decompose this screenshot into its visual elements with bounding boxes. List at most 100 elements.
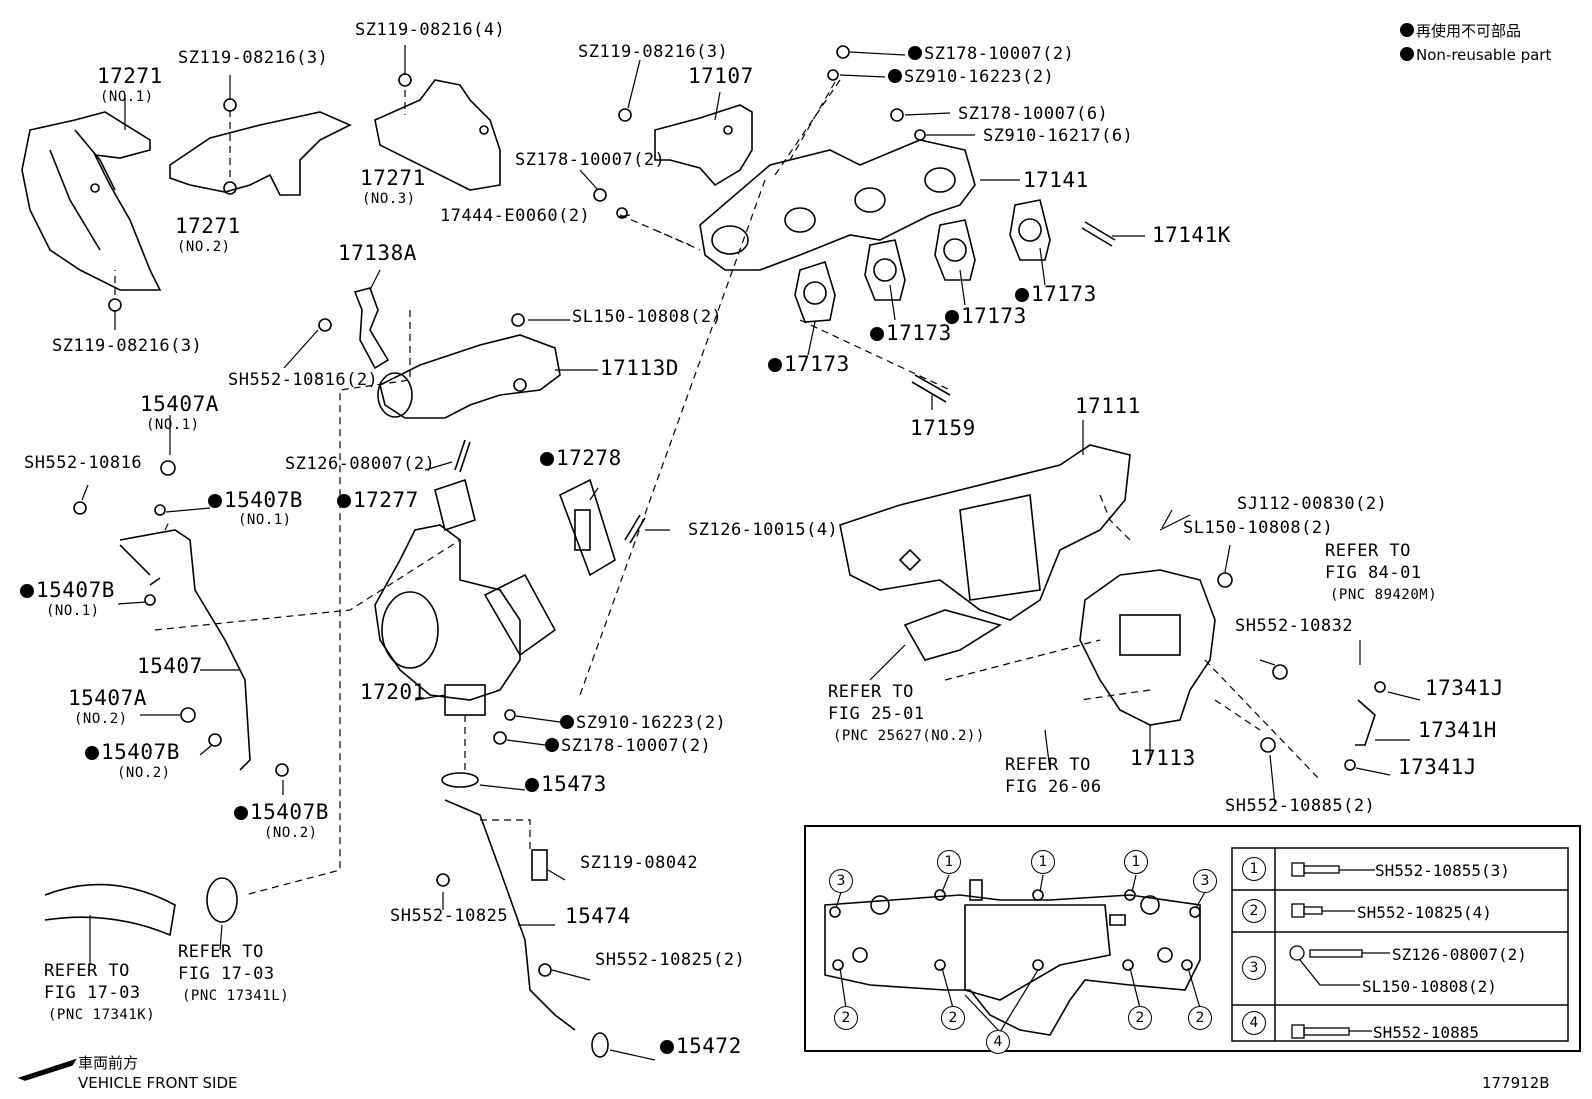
callout: 17107 (688, 64, 754, 88)
callout: SH552-10816(2) (228, 370, 379, 390)
oil-pipe-branch (119, 544, 161, 586)
callout: 17271 (360, 166, 426, 190)
callout: SZ178-10007(2) (515, 150, 666, 170)
washer-icon (154, 504, 166, 516)
callout-sub: (NO.2) (117, 765, 171, 781)
callout: 17141K (1152, 223, 1231, 247)
bolt-icon (1272, 664, 1288, 680)
callout: SZ910-16223(2) (560, 715, 726, 732)
ref-text: (PNC 25627(NO.2)) (833, 728, 985, 744)
inset-marker: 1 (937, 850, 961, 874)
heat-insulator-no3 (374, 79, 501, 191)
table-row-number: 3 (1242, 956, 1266, 980)
callout: 15407B (208, 490, 303, 511)
inset-marker: 2 (941, 1006, 965, 1030)
callout: SZ119-08216(3) (578, 42, 729, 62)
ref-text: FIG 84-01 (1325, 563, 1422, 583)
callout: SH552-10825(2) (595, 950, 746, 970)
inset-marker: 2 (834, 1006, 858, 1030)
callout: 17173 (945, 306, 1027, 327)
callout: SZ910-16217(6) (983, 126, 1134, 146)
inset-marker: 1 (1124, 850, 1148, 874)
ref-text: FIG 25-01 (828, 704, 925, 724)
inset-frame (804, 825, 1581, 1052)
callout: 17278 (540, 448, 622, 469)
bolt-icon (223, 98, 237, 112)
stud-17141k (1081, 221, 1116, 247)
callout: SZ119-08216(4) (355, 20, 506, 40)
callout: 15407B (234, 802, 329, 823)
table-part: SL150-10808(2) (1362, 977, 1497, 996)
clip-icon (1374, 681, 1386, 693)
stud-sz126-10015 (624, 514, 646, 544)
nut-icon (511, 313, 525, 327)
gaskets-17173 (794, 199, 1051, 323)
callout: SZ119-08216(3) (178, 48, 329, 68)
washer-icon (208, 733, 222, 747)
washer-icon (144, 594, 156, 606)
callout: SZ178-10007(2) (545, 738, 711, 755)
callout: 17113D (600, 356, 679, 380)
callout: SL150-10808(2) (572, 307, 723, 327)
callout-sub: (NO.1) (100, 89, 154, 105)
ref-text: (PNC 17341K) (48, 1007, 156, 1023)
callout: 17173 (870, 323, 952, 344)
callout: 17277 (337, 490, 419, 511)
nut-icon (1217, 572, 1233, 588)
nut-icon (836, 45, 850, 59)
callout: SL150-10808(2) (1183, 518, 1334, 538)
oil-pipe-15407 (119, 529, 251, 771)
callout: SZ910-16223(2) (888, 69, 1054, 86)
callout: 15407 (137, 654, 203, 678)
callout: 17341J (1425, 676, 1504, 700)
callout: SZ178-10007(6) (958, 104, 1109, 124)
inset-marker: 2 (1188, 1006, 1212, 1030)
bolt-icon (538, 963, 552, 977)
callout: SZ119-08042 (580, 853, 699, 873)
ref-text: FIG 17-03 (178, 964, 275, 984)
ref-text: FIG 26-06 (1005, 777, 1102, 797)
washer-icon (827, 69, 839, 81)
callout: 17341J (1398, 755, 1477, 779)
callout: 15474 (565, 904, 631, 928)
callout: 17173 (1015, 284, 1097, 305)
callout: SH552-10816 (24, 453, 143, 473)
hose-17341h (1355, 699, 1376, 746)
clamp-17341l (206, 877, 238, 923)
bolt-icon (108, 298, 122, 312)
legend-jp: 再使用不可部品 (1400, 20, 1521, 41)
callout: 15407A (68, 686, 147, 710)
gasket-17278-window (574, 509, 591, 551)
table-row-number: 1 (1242, 857, 1266, 881)
ref-text: (PNC 17341L) (182, 988, 290, 1004)
callout-sub: (NO.2) (264, 825, 318, 841)
bolt-icon (318, 318, 332, 332)
callout: SJ112-00830(2) (1237, 494, 1388, 514)
callout: 17113 (1130, 746, 1196, 770)
gasket-ref-25-01 (903, 609, 1002, 661)
ref-text: REFER TO (44, 961, 130, 981)
table-part: SH552-10825(4) (1357, 903, 1492, 922)
bolt-icon (180, 707, 196, 723)
callout: 15407A (140, 392, 219, 416)
inset-leaders (835, 874, 1206, 1033)
callout: 15407B (20, 580, 115, 601)
ref-text: FIG 17-03 (44, 983, 141, 1003)
callout-sub: (NO.1) (146, 417, 200, 433)
callout: SZ126-10015(4) (688, 520, 839, 540)
direction-en: VEHICLE FRONT SIDE (78, 1074, 238, 1092)
callout: 17444-E0060(2) (440, 206, 591, 226)
inset-marker: 1 (1031, 850, 1055, 874)
figure-id: 177912B (1482, 1074, 1550, 1092)
table-part: SH552-10855(3) (1375, 861, 1510, 880)
inset-marker: 3 (1193, 869, 1217, 893)
bolt-icon (73, 501, 87, 515)
callout-sub: (NO.3) (362, 191, 416, 207)
callout: 17201 (360, 680, 426, 704)
callout: SH552-10825 (390, 906, 509, 926)
union-bolt-icon (531, 849, 548, 881)
bolt-icon (618, 108, 632, 122)
inset-marker: 2 (1128, 1006, 1152, 1030)
